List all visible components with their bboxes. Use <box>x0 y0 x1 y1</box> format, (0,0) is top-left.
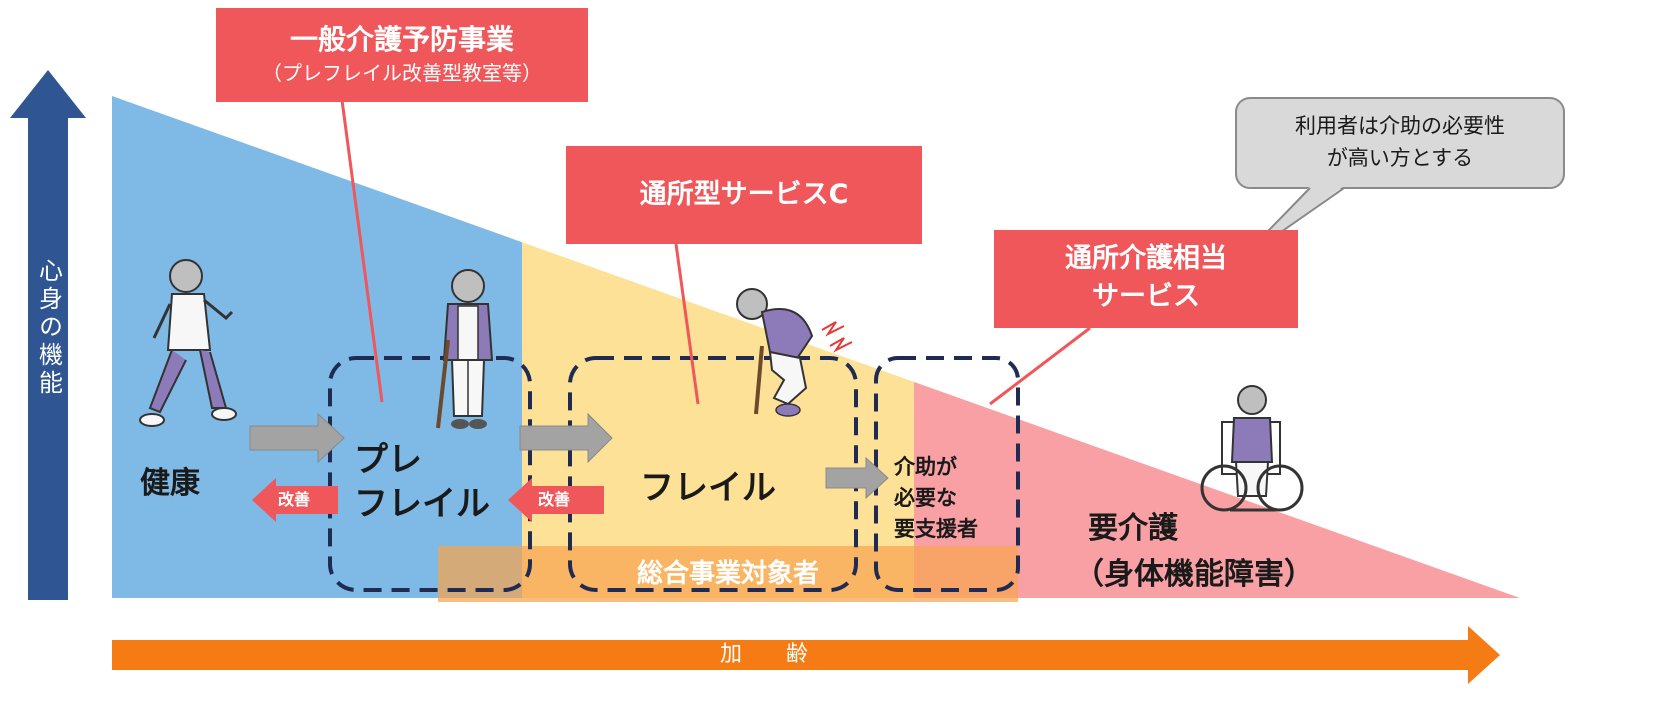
progress-arrow-frail-to-support <box>825 456 889 500</box>
note-bubble-line1: 利用者は介助の必要性 <box>1295 114 1505 138</box>
connector-general-prevention <box>340 99 384 403</box>
stage-care-line2: （身体機能障害） <box>1074 557 1314 592</box>
improve-arrow-prefrail-to-healthy <box>252 478 338 522</box>
callout-general-prevention-title: 一般介護予防事業 <box>289 23 514 56</box>
target-band <box>438 546 1018 602</box>
callout-day-care-equiv-line1: 通所介護相当 <box>1065 243 1227 274</box>
target-band-label: 総合事業対象者 <box>636 559 819 589</box>
connector-day-care-equiv <box>989 326 1091 406</box>
elderly-with-cane-icon <box>436 269 494 429</box>
callout-day-care-equiv: 通所介護相当 サービス <box>994 230 1298 328</box>
note-bubble-line2: が高い方とする <box>1326 146 1474 170</box>
improve-arrow-frail-to-prefrail <box>508 478 604 522</box>
callout-day-service-c: 通所型サービスC <box>566 146 922 244</box>
stage-care-line1: 要介護 <box>1088 511 1178 546</box>
wheelchair-user-icon <box>1200 385 1304 512</box>
progress-arrow-prefrail-to-frail <box>519 412 613 464</box>
stage-needs-support-line1: 介助が <box>894 455 957 479</box>
stage-needs-support-label: 介助が 必要な 要支援者 <box>894 452 978 545</box>
vertical-axis-arrow <box>10 70 86 600</box>
hunched-elderly-icon <box>736 288 853 417</box>
stage-prefrail-line2: フレイル <box>354 484 490 524</box>
improve-label-1: 改善 <box>278 490 311 509</box>
stage-care-label: 要介護 （身体機能障害） <box>1074 506 1314 598</box>
horizontal-axis-label: 加 齢 <box>720 642 809 667</box>
stage-healthy-label: 健康 <box>140 466 200 501</box>
improve-label-2: 改善 <box>538 490 571 509</box>
callout-general-prevention: 一般介護予防事業 （プレフレイル改善型教室等） <box>216 8 588 102</box>
stage-prefrail-label: プレ フレイル <box>354 438 490 526</box>
progress-arrow-healthy-to-prefrail <box>249 412 345 464</box>
horizontal-axis-arrow <box>112 626 1500 684</box>
connector-day-service-c <box>674 243 700 405</box>
note-bubble-text: 利用者は介助の必要性 が高い方とする <box>1236 110 1564 174</box>
callout-general-prevention-sub: （プレフレイル改善型教室等） <box>262 61 542 85</box>
vertical-axis-label: 心身の機能 <box>34 258 63 398</box>
stage-frail-label: フレイル <box>640 468 776 508</box>
walking-person-icon <box>139 259 237 427</box>
callout-day-care-equiv-line2: サービス <box>1092 281 1200 312</box>
needs-support-dashed-box <box>874 356 1020 592</box>
stage-needs-support-line2: 必要な <box>894 486 957 510</box>
stage-needs-support-line3: 要支援者 <box>894 517 978 541</box>
stage-prefrail-line1: プレ <box>354 440 422 480</box>
pre-frail-dashed-box <box>328 356 532 592</box>
